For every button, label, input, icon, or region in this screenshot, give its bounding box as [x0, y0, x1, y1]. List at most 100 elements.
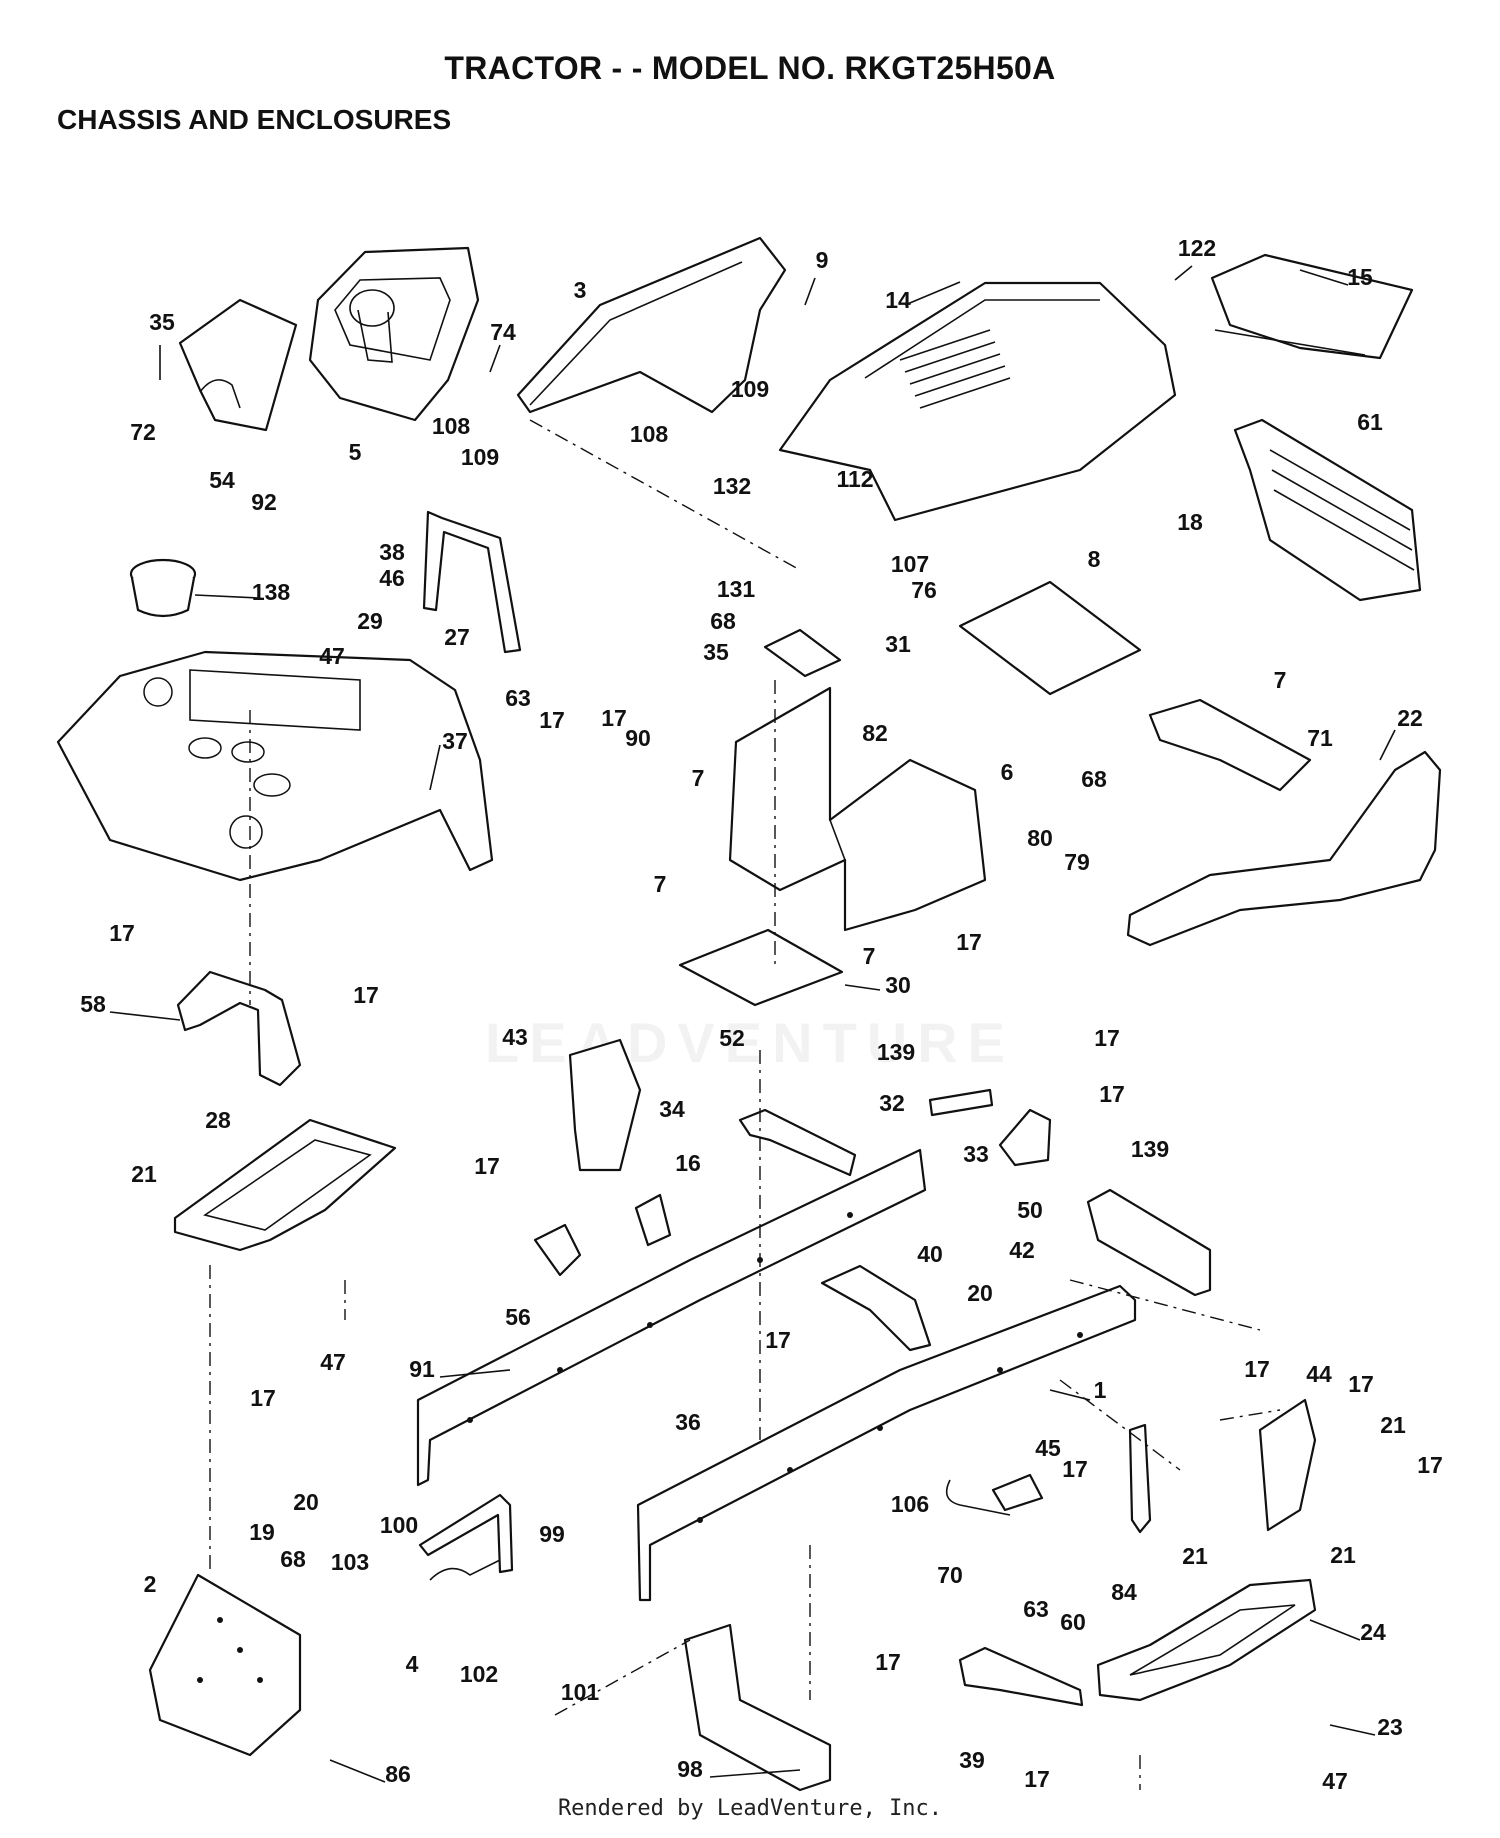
callout-39: 39: [959, 1747, 985, 1773]
callout-101: 101: [561, 1679, 600, 1705]
callout-14: 14: [885, 287, 911, 313]
callout-7: 7: [1274, 667, 1287, 693]
callout-112: 112: [836, 466, 873, 492]
callout-17: 17: [1244, 1356, 1270, 1382]
callout-139: 139: [877, 1039, 915, 1065]
callout-47: 47: [320, 1349, 346, 1375]
part-98-shield: [683, 1623, 832, 1792]
callout-17: 17: [1348, 1371, 1374, 1397]
assembly-lines: [209, 419, 1281, 1790]
callout-99: 99: [539, 1521, 565, 1547]
callout-17: 17: [250, 1385, 276, 1411]
callout-17: 17: [1099, 1081, 1125, 1107]
callout-21: 21: [131, 1161, 157, 1187]
part-18-grille: [1233, 418, 1422, 602]
callout-103: 103: [331, 1549, 369, 1575]
callout-109: 109: [461, 444, 499, 470]
part-32-bracket: [928, 1088, 994, 1117]
callout-109: 109: [731, 376, 769, 402]
callout-68: 68: [710, 608, 736, 634]
callout-35: 35: [149, 309, 175, 335]
callout-20: 20: [293, 1489, 319, 1515]
callout-58: 58: [80, 991, 106, 1017]
callout-19: 19: [249, 1519, 275, 1545]
callout-17: 17: [474, 1153, 500, 1179]
callout-17: 17: [1062, 1456, 1088, 1482]
callout-35: 35: [703, 639, 729, 665]
callout-17: 17: [539, 707, 565, 733]
callout-90: 90: [625, 725, 651, 751]
callout-7: 7: [692, 765, 705, 791]
callout-4: 4: [406, 1651, 419, 1677]
callout-68: 68: [1081, 766, 1107, 792]
part-3-hood-side: [516, 236, 787, 414]
callout-17: 17: [1417, 1452, 1443, 1478]
callout-17: 17: [956, 929, 982, 955]
callout-46: 46: [379, 565, 405, 591]
callout-70: 70: [937, 1562, 963, 1588]
callout-56: 56: [505, 1304, 531, 1330]
callout-138: 138: [252, 579, 291, 605]
part-34-bracket: [738, 1108, 857, 1177]
callout-18: 18: [1177, 509, 1203, 535]
callout-27: 27: [444, 624, 470, 650]
callout-15: 15: [1347, 264, 1373, 290]
part-16-grommet: [634, 1193, 672, 1247]
callout-3: 3: [574, 277, 587, 303]
callout-34: 34: [659, 1096, 685, 1122]
callout-131: 131: [717, 576, 756, 602]
callout-5: 5: [349, 439, 362, 465]
part-1-frame-rail-right: [636, 1284, 1137, 1602]
callout-108: 108: [432, 413, 471, 439]
part-29-bracket: [422, 510, 522, 654]
callout-61: 61: [1357, 409, 1383, 435]
part-56-bracket: [533, 1223, 582, 1277]
part-84-bracket: [1128, 1423, 1152, 1534]
callout-21: 21: [1330, 1542, 1356, 1568]
section-subtitle: CHASSIS AND ENCLOSURES: [57, 104, 452, 135]
callout-79: 79: [1064, 849, 1090, 875]
callout-17: 17: [353, 982, 379, 1008]
callout-63: 63: [505, 685, 531, 711]
callout-106: 106: [891, 1491, 929, 1517]
callout-31: 31: [885, 631, 911, 657]
callout-22: 22: [1397, 705, 1423, 731]
callout-17: 17: [1094, 1025, 1120, 1051]
callout-37: 37: [442, 728, 468, 754]
callout-33: 33: [963, 1141, 989, 1167]
callout-82: 82: [862, 720, 888, 746]
callout-leaders: [109, 265, 1396, 1783]
callout-8: 8: [1088, 546, 1101, 572]
callout-17: 17: [875, 1649, 901, 1675]
part-28-footrest: [173, 1118, 397, 1252]
callout-76: 76: [911, 577, 937, 603]
page-title: TRACTOR - - MODEL NO. RKGT25H50A: [444, 50, 1056, 86]
part-45-bracket: [991, 1473, 1044, 1512]
callout-38: 38: [379, 539, 405, 565]
callout-102: 102: [460, 1661, 498, 1687]
part-39-bracket: [958, 1646, 1084, 1707]
callout-30: 30: [885, 972, 911, 998]
callout-21: 21: [1182, 1543, 1208, 1569]
callout-132: 132: [713, 473, 751, 499]
callout-6: 6: [1001, 759, 1014, 785]
callout-52: 52: [719, 1025, 745, 1051]
callout-24: 24: [1360, 1619, 1386, 1645]
part-15-grille-header: [1210, 253, 1414, 360]
callout-1: 1: [1094, 1377, 1107, 1403]
callout-43: 43: [502, 1024, 528, 1050]
callout-71: 71: [1307, 725, 1333, 751]
part-44-bracket: [1258, 1398, 1317, 1532]
callout-17: 17: [1024, 1766, 1050, 1792]
callout-98: 98: [677, 1756, 703, 1782]
callout-63: 63: [1023, 1596, 1049, 1622]
callout-17: 17: [765, 1327, 791, 1353]
part-31-plate: [763, 628, 842, 678]
part-102-spring: [429, 1559, 501, 1581]
part-37-fender: [56, 650, 494, 882]
callout-9: 9: [816, 247, 829, 273]
part-92-plate: [178, 298, 298, 432]
part-70-hitch-pin: [945, 1479, 1011, 1516]
part-8-plate: [958, 580, 1142, 696]
